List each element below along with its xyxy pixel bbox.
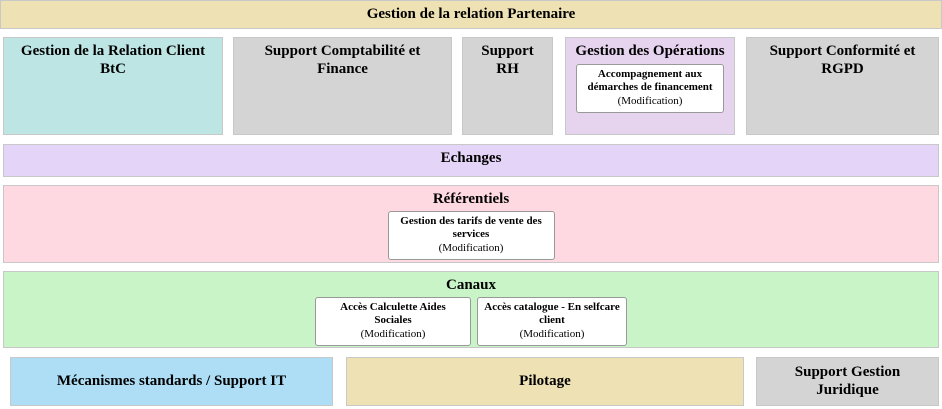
footer-title: Support Gestion Juridique	[794, 363, 901, 398]
card-status: (Modification)	[617, 94, 683, 107]
band-card-gestion-tarifs-vente-services[interactable]: Gestion des tarifs de vente des services…	[387, 211, 555, 261]
band-title: Canaux	[445, 277, 497, 293]
band-card-list: Accès Calculette Aides Sociales (Modific…	[315, 297, 627, 347]
capability-gestion-des-operations[interactable]: Gestion des Opérations Accompagnement au…	[565, 37, 735, 135]
footer-title: Pilotage	[519, 372, 571, 389]
header-band-title: Gestion de la relation Partenaire	[366, 6, 576, 22]
capability-card-accompagnement-financement[interactable]: Accompagnement aux démarches de financem…	[576, 63, 724, 113]
band-card-acces-catalogue-selfcare-client[interactable]: Accès catalogue - En selfcare client (Mo…	[477, 297, 627, 347]
footer-support-gestion-juridique[interactable]: Support Gestion Juridique	[756, 357, 939, 406]
header-band-gestion-relation-partenaire[interactable]: Gestion de la relation Partenaire	[0, 0, 942, 29]
footer-pilotage[interactable]: Pilotage	[346, 357, 744, 406]
capability-gestion-relation-client-btc[interactable]: Gestion de la Relation Client BtC	[3, 37, 223, 135]
footer-title: Mécanismes standards / Support IT	[56, 372, 287, 389]
band-referentiels[interactable]: Référentiels Gestion des tarifs de vente…	[3, 185, 939, 263]
capability-support-comptabilite-finance[interactable]: Support Comptabilité et Finance	[233, 37, 452, 135]
card-status: (Modification)	[438, 241, 504, 254]
card-label: Accompagnement aux démarches de financem…	[587, 67, 713, 94]
footer-mecanismes-standards-support-it[interactable]: Mécanismes standards / Support IT	[10, 357, 333, 406]
capability-title: Support Comptabilité et Finance	[264, 43, 421, 77]
capability-title: Support RH	[481, 43, 534, 77]
band-card-list: Gestion des tarifs de vente des services…	[387, 211, 555, 261]
card-label: Accès Calculette Aides Sociales	[340, 301, 446, 327]
card-label: Gestion des tarifs de vente des services	[400, 215, 542, 241]
card-status: (Modification)	[360, 327, 426, 340]
band-title: Echanges	[440, 150, 502, 166]
band-canaux[interactable]: Canaux Accès Calculette Aides Sociales (…	[3, 271, 939, 348]
capability-support-rh[interactable]: Support RH	[462, 37, 553, 135]
capability-card-list: Accompagnement aux démarches de financem…	[576, 63, 724, 113]
capability-support-conformite-rgpd[interactable]: Support Conformité et RGPD	[746, 37, 939, 135]
band-card-acces-calculette-aides-sociales[interactable]: Accès Calculette Aides Sociales (Modific…	[315, 297, 471, 347]
band-echanges[interactable]: Echanges	[3, 144, 939, 177]
card-label: Accès catalogue - En selfcare client	[484, 301, 620, 327]
capability-title: Support Conformité et RGPD	[769, 43, 916, 77]
band-title: Référentiels	[432, 191, 510, 207]
card-status: (Modification)	[519, 327, 585, 340]
capability-title: Gestion de la Relation Client BtC	[20, 43, 206, 77]
capability-title: Gestion des Opérations	[575, 43, 725, 59]
